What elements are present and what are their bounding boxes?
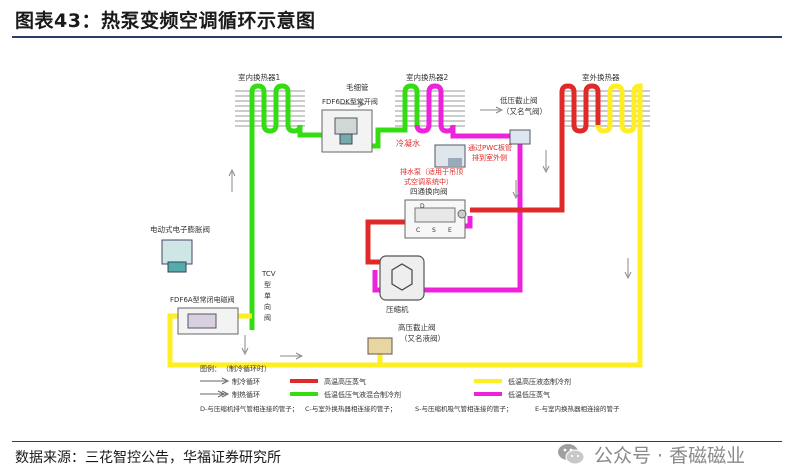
indoor-hx1-fins [235, 90, 305, 127]
legend-title: 图例： [200, 364, 221, 373]
label-high-pressure-stop-sub: （又名液阀） [400, 333, 445, 343]
legend-heating-arrow [217, 390, 230, 398]
legend-red-label: 高温高压蒸气 [324, 377, 366, 386]
page-title: 图表43：热泵变频空调循环示意图 [15, 10, 316, 32]
fdf6dk-valve [321, 109, 373, 153]
legend-note-d: D-与压缩机排气管相连接的管子； [200, 404, 298, 413]
label-drain-note-1: 排水泵（适用于吊顶 [400, 167, 463, 176]
label-low-pressure-stop-sub: （又名气阀） [502, 106, 547, 116]
source-note: 数据来源：三花智控公告，华福证券研究所 [15, 450, 281, 466]
electronic-expansion-valve [161, 239, 193, 273]
label-tcv-5: 阀 [264, 313, 271, 322]
legend-note-s: S-与压缩机吸气管相连接的管子； [415, 404, 512, 413]
flow-arrows [228, 100, 632, 360]
legend-note-c: C-与室外换热器相连接的管子； [305, 404, 396, 413]
indoor-hx1-coil [249, 83, 340, 256]
label-indoor-hx1: 室内换热器1 [238, 72, 280, 82]
title-divider [12, 36, 782, 38]
label-fdf6dk: FDF6DK型常开阀 [322, 97, 378, 106]
label-outdoor-hx: 室外换热器 [582, 72, 620, 82]
four-way-valve [404, 199, 467, 239]
label-port-e: E [448, 227, 452, 234]
legend-cooling-arrow [221, 377, 230, 385]
label-compressor: 压缩机 [386, 304, 409, 314]
label-fdf6a: FDF6A型常闭电磁阀 [170, 295, 235, 304]
label-cold-water: 冷凝水 [396, 138, 420, 148]
label-tcv-4: 向 [264, 302, 271, 311]
label-drain-note-2: 式空调系统中） [404, 177, 453, 186]
watermark: 公众号 · 香磁磁业 [556, 434, 745, 474]
label-tcv-1: TCV [261, 270, 276, 278]
high-pressure-stop-valve [367, 337, 393, 355]
indoor-hx2-coil [372, 83, 523, 293]
legend-title-note: （制冷循环时） [222, 364, 271, 373]
label-eev: 电动式电子膨胀阀 [150, 224, 210, 234]
footer-divider [12, 441, 782, 442]
legend-heating: 制热循环 [232, 390, 260, 399]
legend: 图例： （制冷循环时） 制冷循环 制热循环 高温高压蒸气 低温低压气液混合制冷剂… [200, 364, 620, 413]
legend-magenta-label: 低温低压蒸气 [508, 390, 550, 399]
label-high-pressure-stop: 高压截止阀 [398, 322, 436, 332]
drain-pump [434, 144, 466, 168]
legend-cooling: 制冷循环 [232, 377, 260, 386]
outdoor-hx-yellow-coil [380, 83, 643, 368]
label-four-way: 四通换向阀 [410, 186, 448, 196]
label-tcv-3: 单 [264, 291, 271, 300]
legend-green-label: 低温低压气液混合制冷剂 [324, 390, 401, 399]
label-low-pressure-stop: 低压截止阀 [500, 95, 538, 105]
indoor-hx2-green [395, 83, 420, 133]
legend-note-e: E-与室内换热器相连接的管子 [535, 404, 620, 413]
label-pwc-note-2: 排到室外侧 [472, 153, 507, 162]
label-capillary: 毛细管 [346, 82, 369, 92]
watermark-text: 公众号 · 香磁磁业 [594, 444, 746, 467]
label-indoor-hx2: 室内换热器2 [406, 72, 448, 82]
wechat-icon [558, 444, 585, 465]
label-port-s: S [432, 227, 436, 234]
outdoor-hx-red-coil [470, 83, 601, 213]
label-tcv-2: 型 [264, 280, 271, 289]
legend-yellow-label: 低温高压液态制冷剂 [508, 377, 571, 386]
compressor [379, 255, 425, 301]
label-pwc-note-1: 通过PWC板管 [468, 143, 512, 152]
low-pressure-stop-valve [509, 129, 531, 145]
label-port-c: C [416, 227, 420, 234]
label-port-d: D [420, 203, 425, 210]
fdf6a-solenoid-valve [177, 307, 239, 335]
